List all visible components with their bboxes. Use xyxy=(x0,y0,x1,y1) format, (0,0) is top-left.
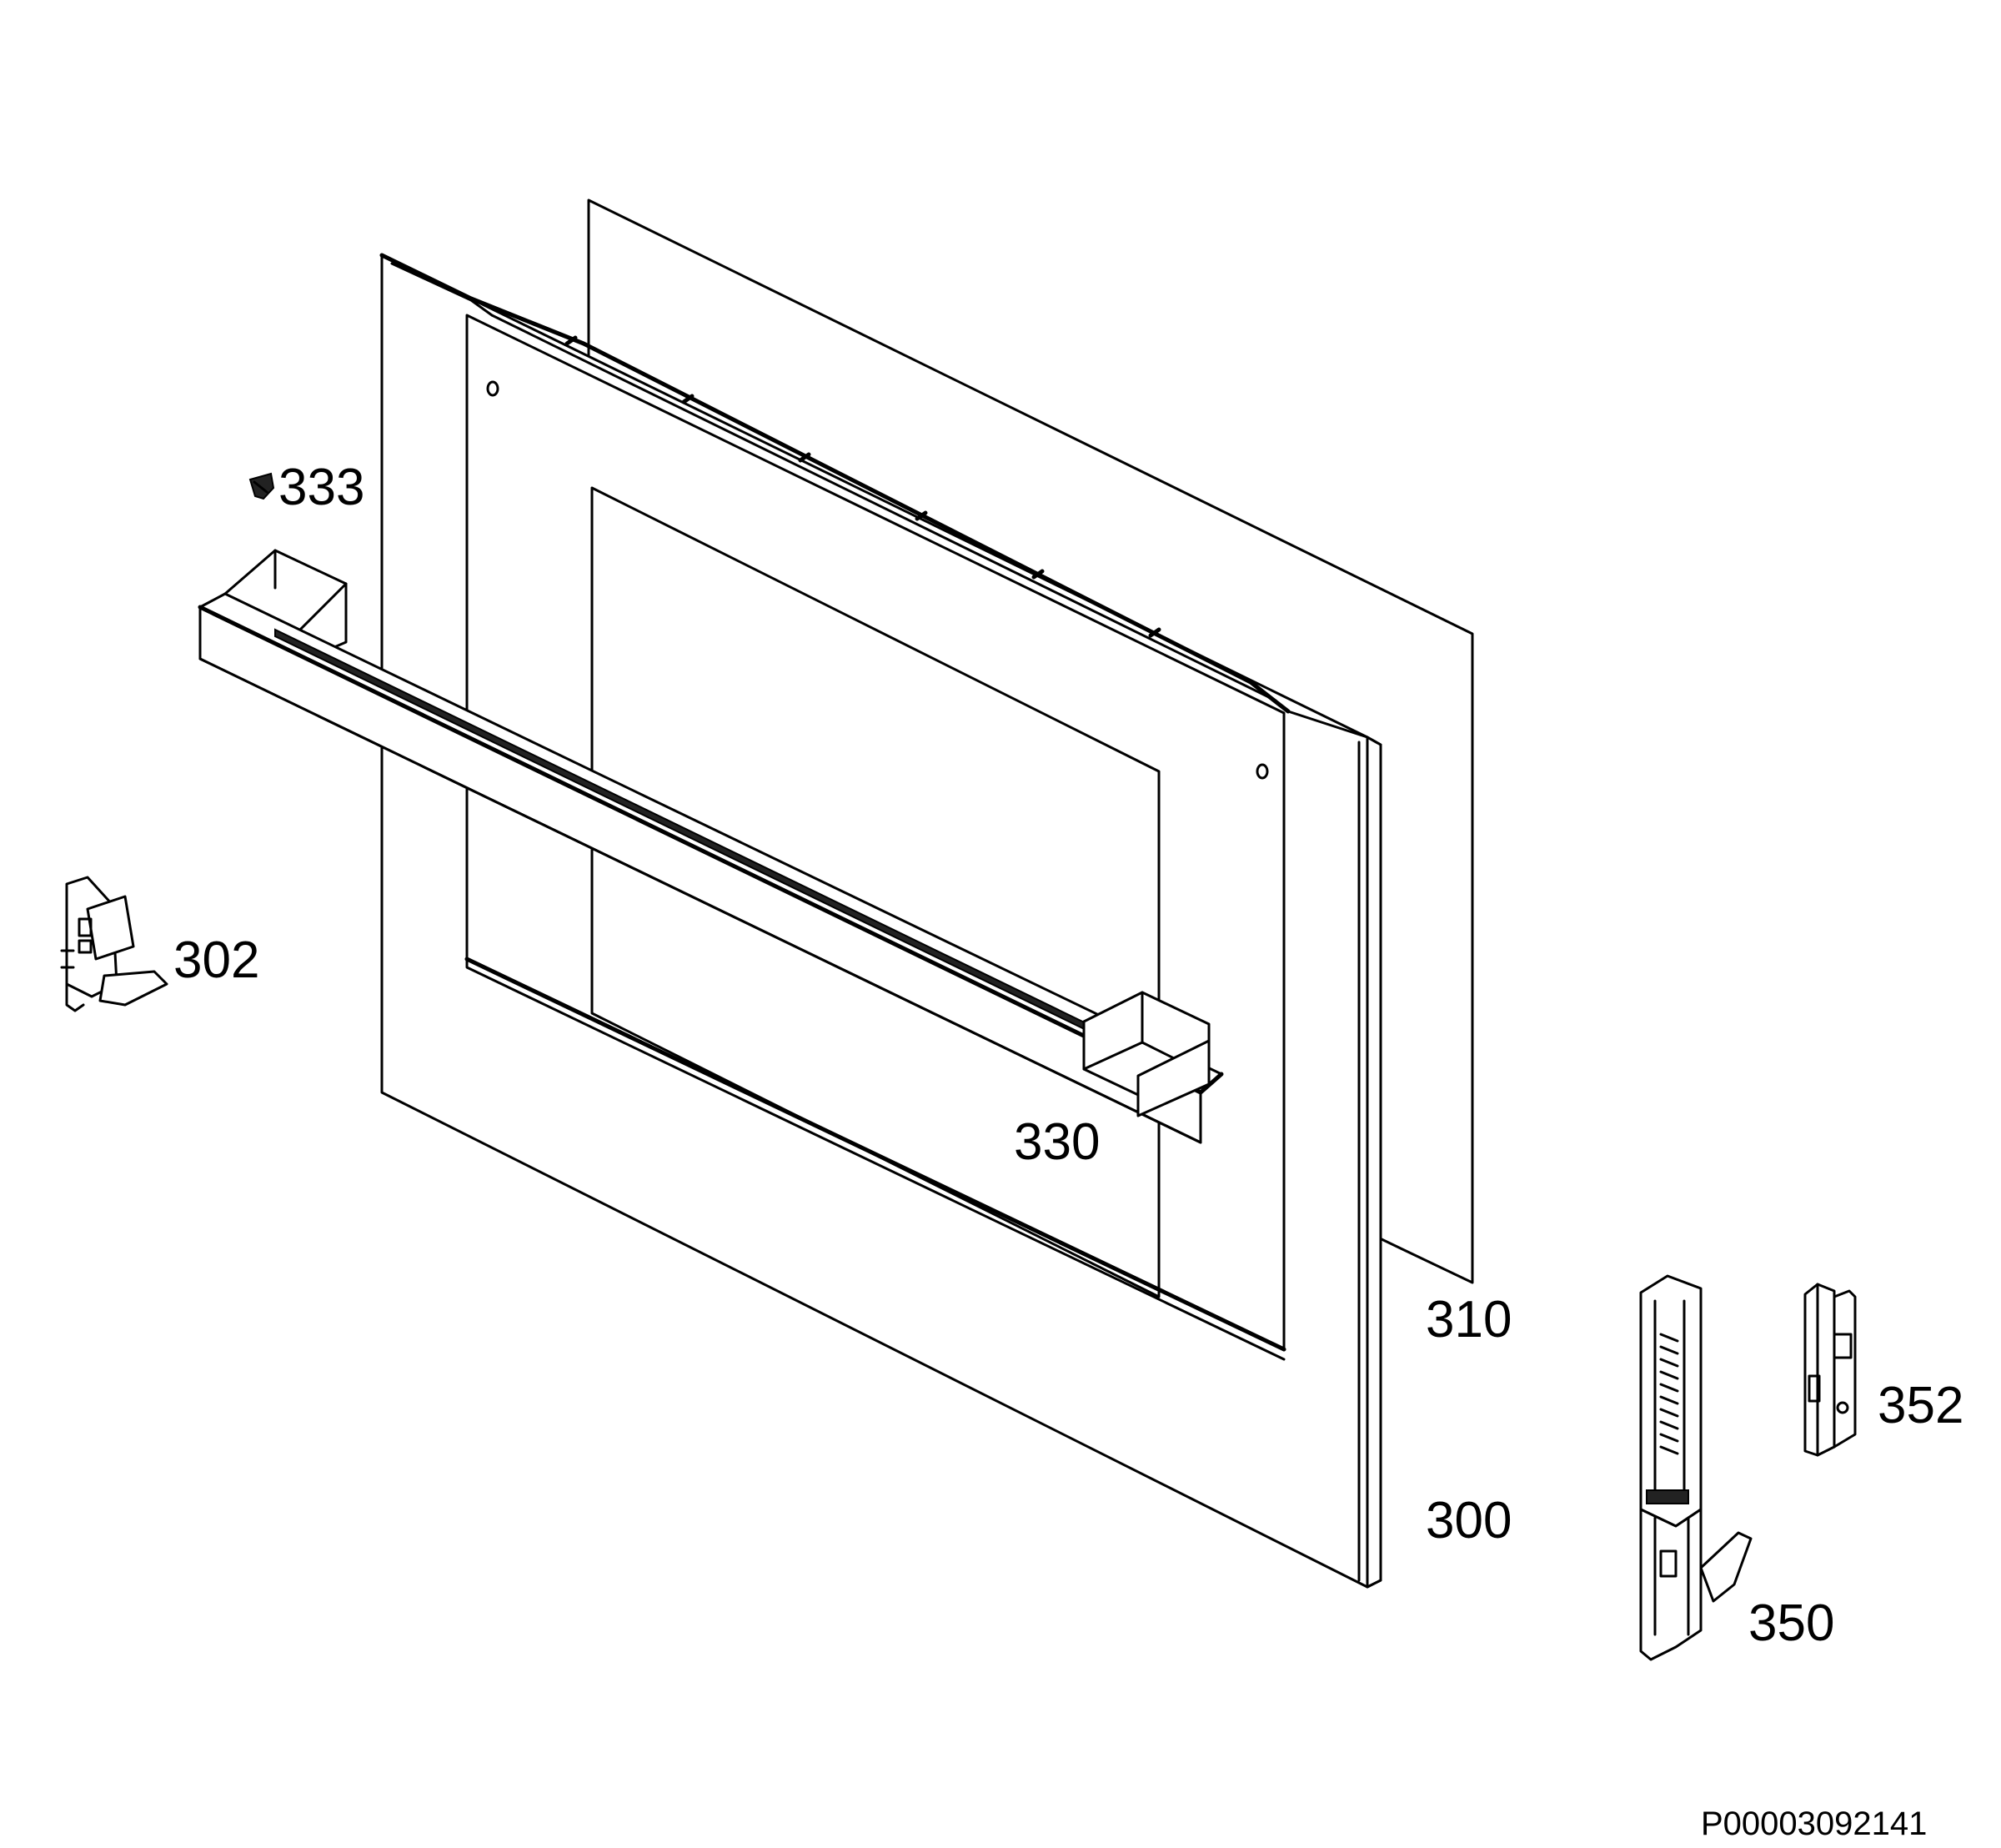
door-handle xyxy=(198,549,1224,1144)
door-catch xyxy=(60,876,168,1012)
vent-slots xyxy=(564,335,1161,638)
label-300: 300 xyxy=(1426,1492,1512,1549)
label-333: 333 xyxy=(278,459,364,516)
document-id: P00003092141 xyxy=(1701,1805,1927,1842)
label-350: 350 xyxy=(1748,1594,1834,1652)
hinge xyxy=(1639,1274,1753,1661)
label-302: 302 xyxy=(173,932,259,989)
label-310: 310 xyxy=(1426,1291,1512,1348)
hinge-receiver xyxy=(1803,1283,1857,1457)
screw-icon xyxy=(248,472,275,500)
label-352: 352 xyxy=(1878,1377,1963,1434)
hinge-spring xyxy=(1659,1333,1679,1455)
label-330: 330 xyxy=(1014,1113,1100,1171)
